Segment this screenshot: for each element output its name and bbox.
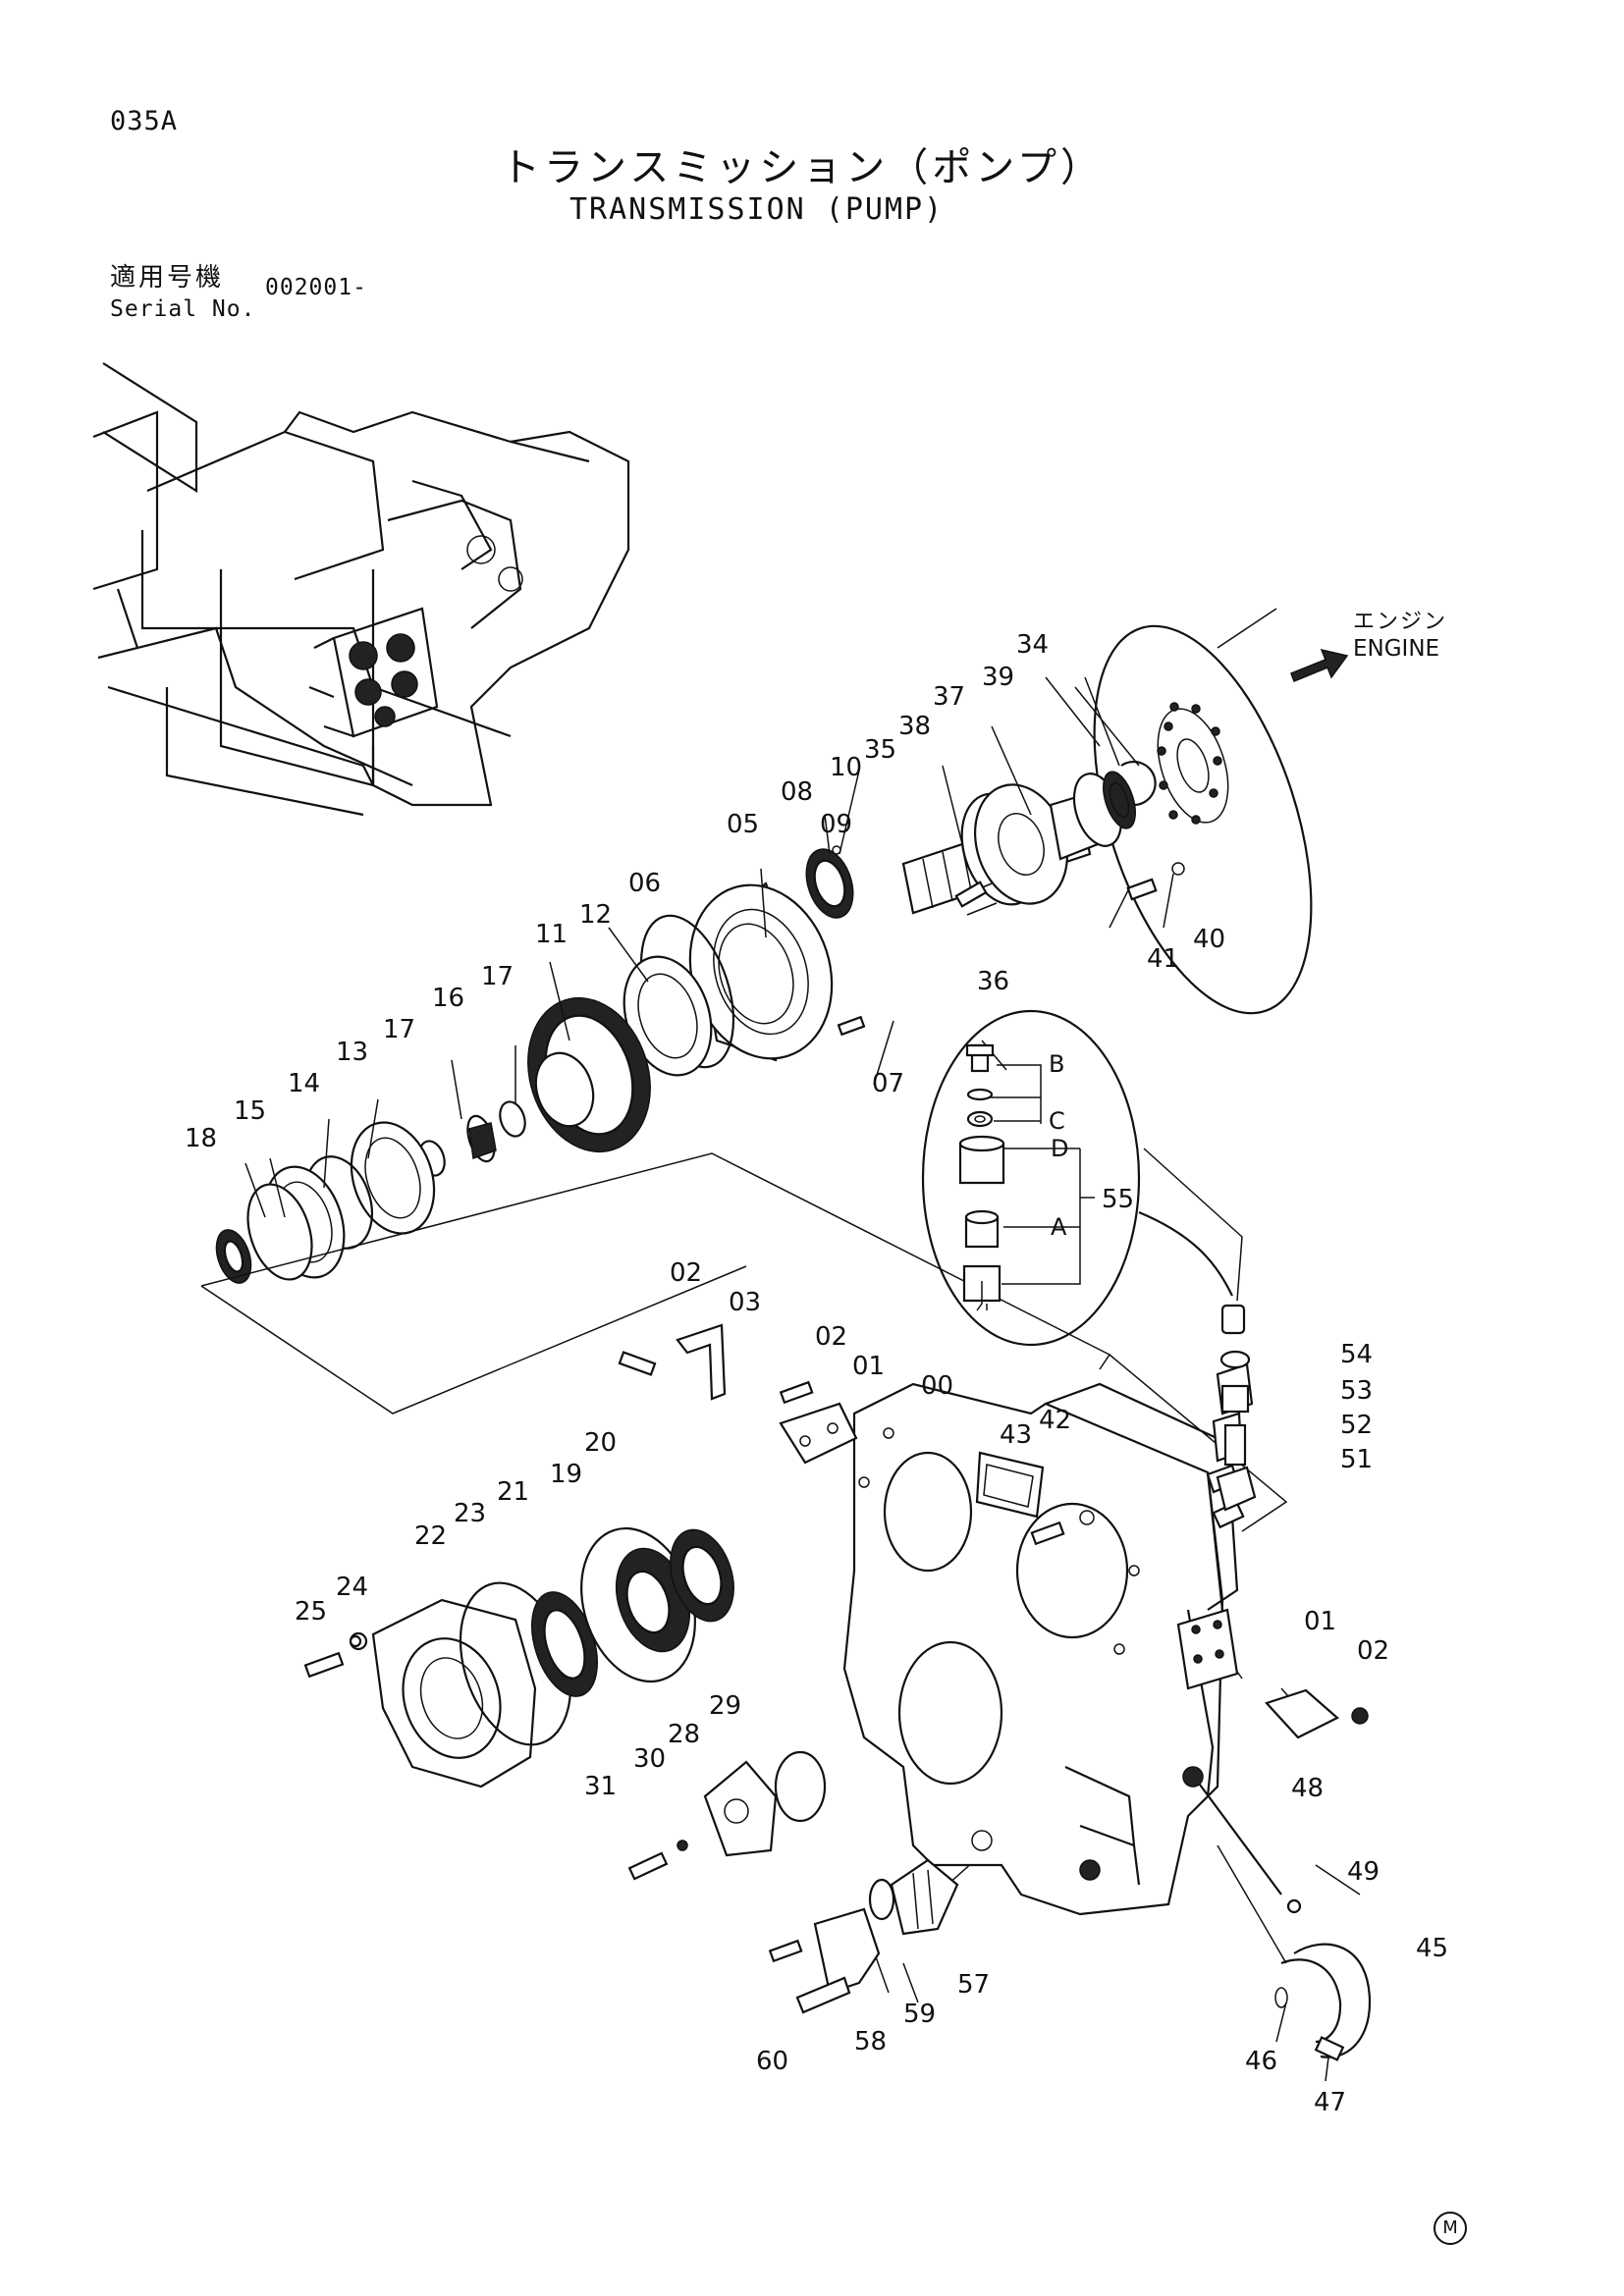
cover-and-filter-parts	[627, 1750, 959, 2014]
part-label-43: 43	[1000, 1420, 1032, 1450]
part-label-30: 30	[633, 1744, 666, 1774]
part-label-19: 19	[550, 1460, 582, 1489]
inset-label-d: D	[1051, 1135, 1068, 1162]
part-label-23: 23	[454, 1499, 486, 1528]
part-label-06: 06	[628, 869, 661, 898]
part-label-45: 45	[1416, 1934, 1448, 1963]
part-label-07: 07	[872, 1069, 904, 1098]
engine-flywheel-plate	[1093, 624, 1313, 1015]
part-label-25: 25	[295, 1597, 327, 1627]
part-label-02: 02	[1357, 1636, 1389, 1666]
page-title-english: TRANSMISSION (PUMP)	[569, 192, 945, 227]
part-label-41: 41	[1147, 944, 1179, 974]
part-label-22: 22	[414, 1522, 447, 1551]
part-label-18: 18	[185, 1124, 217, 1153]
part-label-55: 55	[1102, 1185, 1134, 1214]
part-label-31: 31	[584, 1772, 617, 1801]
part-label-34: 34	[1016, 630, 1049, 660]
part-label-49: 49	[1347, 1857, 1380, 1887]
part-label-01: 01	[852, 1352, 885, 1381]
part-label-51: 51	[1340, 1445, 1373, 1474]
engine-label-japanese: エンジン	[1353, 610, 1448, 634]
part-label-48: 48	[1291, 1774, 1324, 1803]
part-label-37: 37	[933, 682, 965, 712]
part-label-40: 40	[1193, 925, 1225, 954]
serial-label-english: Serial No.	[110, 296, 256, 322]
part-label-16: 16	[432, 984, 464, 1013]
transmission-case	[842, 1382, 1239, 1916]
part-label-54: 54	[1340, 1340, 1373, 1369]
part-label-42: 42	[1039, 1406, 1071, 1435]
part-label-46: 46	[1245, 2047, 1277, 2076]
part-label-05: 05	[727, 810, 759, 839]
footer-mark: M	[1434, 2212, 1467, 2245]
part-label-00: 00	[921, 1371, 953, 1401]
inset-label-b: B	[1049, 1050, 1064, 1078]
part-label-35: 35	[864, 735, 896, 765]
pump-gear-assembly	[303, 1526, 734, 1789]
part-label-53: 53	[1340, 1376, 1373, 1406]
part-label-24: 24	[336, 1573, 368, 1602]
inset-label-c: C	[1049, 1107, 1065, 1135]
engine-arrow	[1290, 648, 1349, 682]
part-label-21: 21	[497, 1477, 529, 1507]
part-label-47: 47	[1314, 2088, 1346, 2117]
part-label-11: 11	[535, 920, 568, 949]
input-shaft-assembly	[215, 760, 1185, 1284]
part-label-12: 12	[579, 900, 612, 930]
part-label-03: 03	[729, 1288, 761, 1317]
engine-label-english: ENGINE	[1353, 636, 1440, 662]
page-title-japanese: トランスミッション（ポンプ）	[501, 145, 1104, 190]
part-label-02: 02	[815, 1322, 847, 1352]
part-label-10: 10	[830, 753, 862, 782]
part-label-17: 17	[383, 1015, 415, 1044]
part-label-01: 01	[1304, 1607, 1336, 1636]
part-label-36: 36	[977, 967, 1009, 996]
part-label-59: 59	[903, 2000, 936, 2029]
part-label-14: 14	[288, 1069, 320, 1098]
part-label-17: 17	[481, 962, 514, 991]
part-label-52: 52	[1340, 1411, 1373, 1440]
part-label-15: 15	[234, 1096, 266, 1126]
part-label-39: 39	[982, 663, 1014, 692]
part-label-38: 38	[898, 712, 931, 741]
part-label-60: 60	[756, 2047, 788, 2076]
part-label-09: 09	[820, 810, 852, 839]
page-code: 035A	[110, 106, 179, 136]
part-label-08: 08	[781, 777, 813, 807]
part-label-20: 20	[584, 1428, 617, 1458]
part-number-labels: 00 01 01 02 02 02 03 05 06 07 08 09 10 1…	[185, 630, 1448, 2117]
part-label-58: 58	[854, 2027, 887, 2056]
inset-label-a: A	[1051, 1213, 1067, 1241]
serial-number-value: 002001-	[265, 275, 367, 300]
part-label-57: 57	[957, 1970, 990, 2000]
part-label-02: 02	[670, 1258, 702, 1288]
part-label-13: 13	[336, 1038, 368, 1067]
part-label-29: 29	[709, 1691, 741, 1721]
inset-detail-55	[921, 1009, 1257, 1512]
part-label-28: 28	[668, 1720, 700, 1749]
serial-label-japanese: 適用号機	[110, 263, 225, 293]
machine-overview-drawing	[92, 362, 630, 817]
